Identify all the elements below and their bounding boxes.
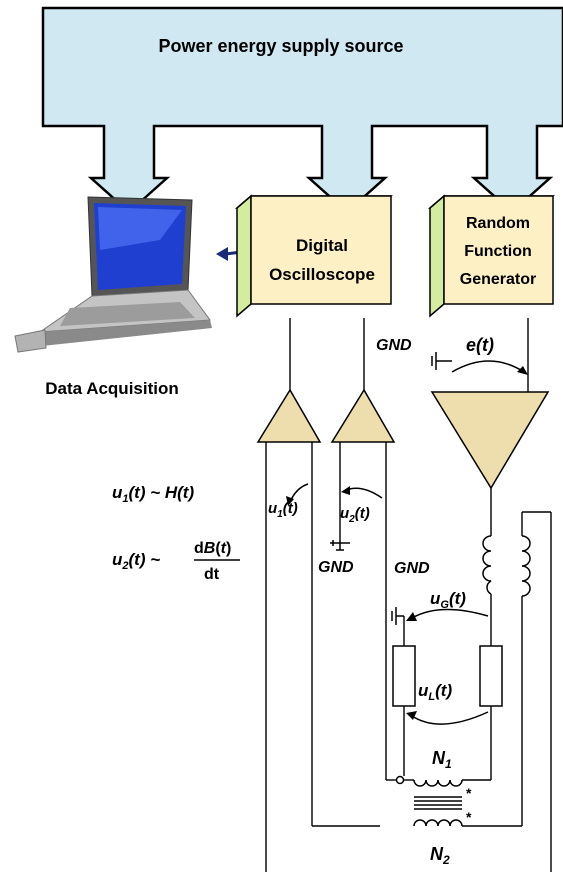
signal-u1-label: u1(t): [268, 500, 298, 520]
signal-ug-label: uG(t): [430, 589, 466, 611]
signal-u2-label: u2(t): [340, 505, 370, 525]
signal-e-label: e(t): [466, 335, 494, 355]
relation-db-numerator: dB(t): [194, 540, 231, 557]
arrow-heads: [286, 366, 528, 720]
coil-n1-label: N1: [432, 748, 452, 771]
probe-2-amplifier: [330, 388, 396, 443]
relation-dt-denominator: dt: [204, 566, 220, 583]
ground-icon: [330, 352, 452, 625]
relation-u1-h: u1(t) ~ H(t): [112, 483, 194, 505]
digital-oscilloscope: Digital Oscilloscope: [234, 194, 394, 318]
oscilloscope-label-line1: Digital: [296, 236, 348, 255]
generator-label-line1: Random: [466, 215, 530, 232]
coil-n2-star: *: [466, 809, 472, 825]
laptop-icon: [14, 196, 212, 353]
load-resistor-left: [392, 645, 416, 707]
data-acquisition-label: Data Acquisition: [45, 379, 179, 398]
power-supply-shape: [41, 6, 563, 214]
coil-n1-star: *: [466, 785, 472, 801]
transformer-icon: [395, 775, 463, 827]
signal-ul-label: uL(t): [418, 681, 452, 703]
circuit-wires: [265, 318, 552, 872]
function-generator: Random Function Generator: [427, 194, 556, 318]
coupling-coils-icon: [482, 535, 531, 597]
generator-label-line2: Function: [464, 243, 532, 260]
gnd-label-probe: GND: [318, 559, 354, 576]
probe-1-amplifier: [256, 388, 322, 443]
load-resistor-right: [479, 645, 503, 707]
power-supply: Power energy supply source: [41, 6, 563, 214]
generator-label-line3: Generator: [460, 271, 536, 288]
power-supply-label: Power energy supply source: [158, 36, 403, 56]
relation-u2-db: u2(t) ~: [112, 550, 160, 572]
oscilloscope-label-line2: Oscilloscope: [269, 265, 375, 284]
gnd-label-generator: GND: [376, 337, 412, 354]
coil-n1-sub: 1: [445, 757, 452, 771]
power-amplifier: [430, 391, 550, 490]
gnd-label-load: GND: [394, 560, 430, 577]
coil-n2-sub: 2: [442, 853, 450, 867]
coil-n2-label: N2: [430, 844, 450, 867]
